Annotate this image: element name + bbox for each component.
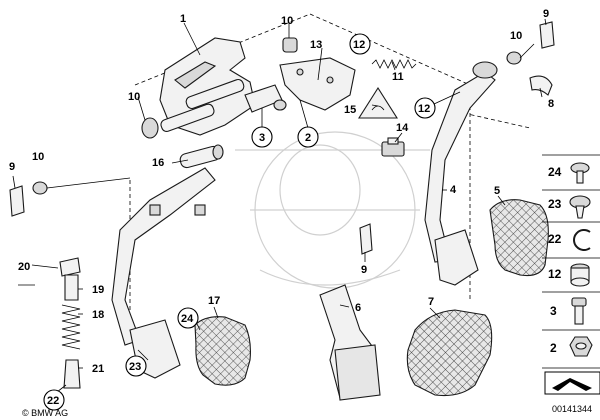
callout-labels: 1 10 13 12 11 10 9 10 3 2 15 14 12 8 4 5…	[9, 8, 554, 411]
callout-22-circle	[43, 389, 65, 411]
copyright-text: © BMW AG	[22, 408, 68, 418]
parts-legend: 24 23 22 12 3 2	[542, 154, 600, 395]
retaining-clips	[9, 185, 373, 255]
switch-bracket	[279, 57, 356, 111]
callout-12-circle	[349, 33, 371, 55]
pedal-bracket	[141, 37, 256, 139]
callout-4: 4	[450, 184, 457, 196]
legend-item-22: 22	[548, 232, 562, 246]
brake-pedal-arm	[424, 61, 498, 286]
large-pedal-pad	[406, 309, 493, 397]
callout-9: 9	[9, 161, 15, 173]
brake-pedal-pad	[489, 199, 549, 277]
callout-13: 13	[310, 39, 322, 51]
callout-9: 9	[361, 264, 367, 276]
bushing-icon	[570, 263, 590, 287]
legend-item-12: 12	[548, 267, 562, 281]
diagram-arrow-icon	[544, 371, 600, 395]
clip-top-right	[529, 21, 555, 96]
bushings	[244, 84, 287, 113]
callout-22: 22	[47, 395, 59, 407]
callout-1: 1	[180, 13, 186, 25]
hex-nut-icon	[569, 336, 593, 357]
callout-12: 12	[418, 103, 430, 115]
leader-lines	[12, 18, 547, 393]
clutch-pivot-tube	[179, 144, 224, 169]
callout-6: 6	[355, 302, 361, 314]
callout-7: 7	[428, 296, 434, 308]
legend-item-2: 2	[550, 341, 557, 355]
callout-14: 14	[396, 122, 409, 134]
brake-light-switch	[381, 137, 405, 157]
clutch-pedal-pad	[194, 316, 251, 386]
return-spring	[371, 59, 417, 69]
callout-23-circle	[125, 355, 147, 377]
callout-10: 10	[281, 15, 293, 27]
accelerator-pedal	[319, 284, 381, 401]
bolt-icon	[571, 297, 587, 325]
callout-2-circle	[297, 126, 319, 148]
callout-24-circle	[177, 307, 199, 329]
callout-17: 17	[208, 295, 220, 307]
callout-11: 11	[392, 71, 404, 83]
callout-20: 20	[18, 261, 30, 273]
callout-2: 2	[305, 132, 311, 144]
callout-10: 10	[510, 30, 522, 42]
callout-10: 10	[128, 91, 140, 103]
spring-assembly	[18, 257, 81, 389]
callout-24: 24	[181, 313, 194, 325]
callout-19: 19	[92, 284, 104, 296]
legend-item-24: 24	[548, 165, 562, 179]
callout-21: 21	[92, 363, 104, 375]
expansion-rivet-icon	[569, 195, 591, 219]
callout-3-circle	[251, 126, 273, 148]
callout-3: 3	[259, 132, 265, 144]
legend-item-3: 3	[550, 304, 557, 318]
callout-16: 16	[152, 157, 164, 169]
callout-5: 5	[494, 185, 500, 197]
circlip-icon	[573, 229, 591, 251]
diagram-number: 00141344	[552, 404, 592, 414]
callout-8: 8	[548, 98, 554, 110]
callout-9: 9	[543, 8, 549, 20]
callout-12: 12	[353, 39, 365, 51]
warning-label	[358, 86, 398, 119]
callout-15: 15	[344, 104, 356, 116]
callout-10: 10	[32, 151, 44, 163]
callout-18: 18	[92, 309, 104, 321]
callout-12-circle	[414, 97, 436, 119]
legend-item-23: 23	[548, 197, 562, 211]
callout-23: 23	[129, 361, 141, 373]
push-rivet-icon	[570, 162, 590, 184]
